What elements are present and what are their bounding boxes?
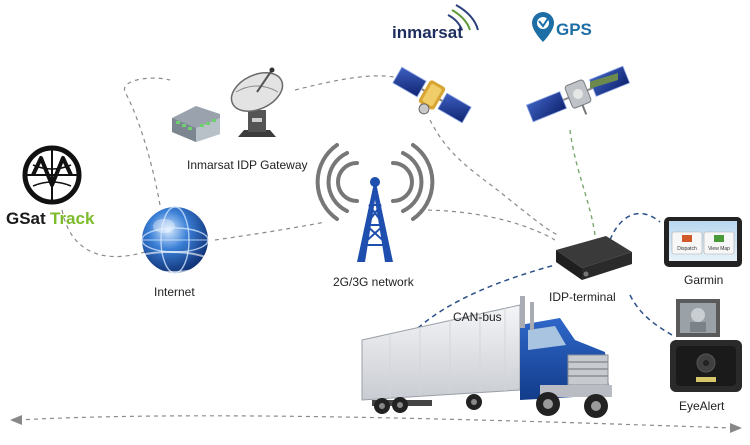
device-viewmap-label: View Map — [708, 246, 730, 252]
device-dispatch-label: Dispatch — [677, 246, 697, 252]
satellite-icon — [387, 64, 473, 133]
gps-satellite-icon — [525, 63, 634, 133]
link-internet-network — [215, 222, 325, 240]
link-gateway-inmarsat — [295, 76, 405, 90]
garmin-label: Garmin — [684, 273, 723, 287]
link-bottom-bidirectional — [18, 416, 732, 428]
link-inmarsat-terminal — [430, 120, 560, 236]
navigator-device-icon — [664, 217, 742, 267]
link-gps-terminal — [570, 130, 595, 235]
canbus-label: CAN-bus — [453, 310, 502, 324]
arrow-right-icon — [730, 423, 742, 433]
globe-icon — [130, 207, 210, 273]
gps-label: GPS — [556, 20, 592, 39]
gateway-label: Inmarsat IDP Gateway — [187, 158, 308, 172]
satellite-dish-icon — [225, 65, 288, 137]
link-internet-gateway — [124, 78, 170, 205]
eyealert-label: EyeAlert — [679, 399, 724, 413]
camera-device-icon — [670, 299, 742, 392]
internet-label: Internet — [154, 285, 195, 299]
link-network-terminal — [420, 210, 555, 240]
gps-pin-icon — [532, 12, 554, 42]
link-terminal-eyealert — [630, 295, 672, 335]
building-icon — [172, 106, 220, 142]
terminal-label: IDP-terminal — [549, 290, 616, 304]
network-label: 2G/3G network — [333, 275, 414, 289]
terminal-device-icon — [556, 73, 632, 280]
gsat-prefix: GSat — [6, 209, 46, 228]
cell-tower-icon — [318, 145, 433, 262]
gsattrack-logo — [25, 148, 79, 202]
gsat-suffix: Track — [50, 209, 95, 228]
link-terminal-garmin — [610, 214, 660, 240]
inmarsat-label: inmarsat — [392, 23, 463, 42]
arrow-left-icon — [10, 415, 22, 425]
